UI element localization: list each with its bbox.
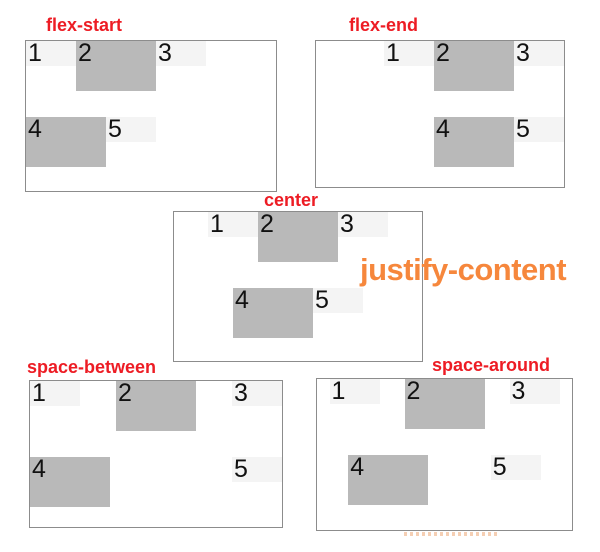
flex-item-5: 5: [514, 117, 564, 142]
page-title: justify-content: [360, 252, 567, 287]
flex-item-1: 1: [26, 41, 76, 66]
flex-item-2: 2: [258, 212, 338, 262]
flex-item-3: 3: [156, 41, 206, 66]
panel-title-space-around: space-around: [432, 355, 551, 375]
flex-item-4: 4: [26, 117, 106, 167]
flex-item-2: 2: [434, 41, 514, 91]
flex-item-1: 1: [329, 379, 380, 404]
flex-item-4: 4: [233, 288, 313, 338]
flex-item-2: 2: [76, 41, 156, 91]
flex-item-5: 5: [106, 117, 156, 142]
flex-item-5: 5: [232, 457, 282, 482]
flex-item-2: 2: [116, 381, 196, 431]
panel-title-center: center: [264, 190, 319, 210]
panel-flex-end: 1 2 3 4 5: [315, 40, 565, 188]
flex-item-3: 3: [514, 41, 564, 66]
panel-space-around: 1 2 3 4 5: [316, 378, 573, 531]
panel-center: 1 2 3 4 5: [173, 211, 423, 362]
flex-item-2: 2: [404, 379, 485, 429]
flex-item-4: 4: [30, 457, 110, 507]
flex-item-1: 1: [30, 381, 80, 406]
flex-item-1: 1: [208, 212, 258, 237]
watermark-icon: [404, 532, 498, 536]
panel-title-flex-end: flex-end: [349, 15, 419, 35]
panel-space-between: 1 2 3 4 5: [29, 380, 283, 528]
flex-item-5: 5: [490, 455, 541, 480]
flex-item-4: 4: [348, 455, 429, 505]
flex-item-4: 4: [434, 117, 514, 167]
flex-item-3: 3: [509, 379, 560, 404]
panel-title-flex-start: flex-start: [46, 15, 123, 35]
flex-item-1: 1: [384, 41, 434, 66]
flex-item-5: 5: [313, 288, 363, 313]
panel-title-space-between: space-between: [27, 357, 157, 377]
flex-item-3: 3: [232, 381, 282, 406]
panel-flex-start: 1 2 3 4 5: [25, 40, 277, 192]
flex-item-3: 3: [338, 212, 388, 237]
